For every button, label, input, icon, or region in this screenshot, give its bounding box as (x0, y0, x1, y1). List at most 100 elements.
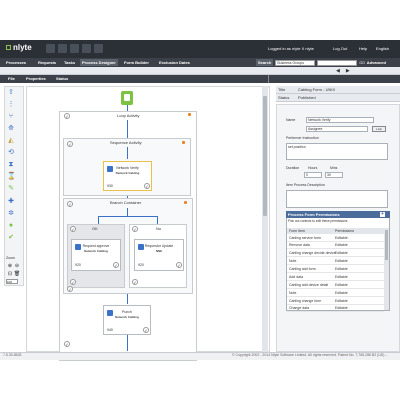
home-icon[interactable] (46, 44, 55, 53)
tab-requests[interactable]: Requests (38, 60, 57, 65)
scroll-thumb[interactable] (263, 96, 267, 216)
complete-icon[interactable]: ● (8, 222, 14, 229)
sequence-icon[interactable]: ⋮ (7, 101, 15, 108)
help-link[interactable]: Help (359, 46, 368, 51)
pointer-icon[interactable]: ⇧ (8, 89, 14, 96)
performer-textarea[interactable]: set position (286, 143, 388, 160)
settings-icon[interactable] (82, 44, 91, 53)
col-form-item[interactable]: Form Item (289, 229, 305, 233)
forward-arrow-icon[interactable]: ▶ (345, 68, 350, 74)
status-bar (0, 352, 400, 360)
search-category-select[interactable]: Business Groups (275, 59, 316, 66)
col-permissions[interactable]: Permissions (335, 229, 355, 233)
app-logo[interactable]: nlyte (6, 43, 32, 52)
link-button[interactable]: Link (372, 126, 386, 132)
punch-activity[interactable]: Punch Network Cabling 940 ✓ (103, 305, 151, 335)
network-icon (75, 244, 81, 250)
add-permission-icon[interactable]: + (380, 211, 385, 217)
network-verify-activity[interactable]: Network Verify Network Cabling 930 ✓ (103, 161, 152, 191)
detail-status-key: Status (278, 95, 290, 100)
branch-menu-icon[interactable] (184, 201, 187, 204)
zoom-out-icon[interactable]: ⊖ (14, 263, 20, 269)
tab-process-designer[interactable]: Process Designer (80, 59, 118, 66)
activity-sub: Network Cabling (84, 249, 108, 253)
logout-link[interactable]: Log Out (333, 46, 348, 51)
search-input[interactable] (317, 59, 358, 66)
loop-icon[interactable]: ⟲ (8, 149, 14, 156)
tab-properties[interactable]: Properties (26, 76, 46, 81)
gear-icon[interactable]: ✲ (8, 210, 14, 217)
activity-name: Punch (122, 310, 132, 314)
fit-icon[interactable]: ⊡ (7, 271, 13, 277)
back-arrow-icon[interactable]: ◀ (336, 68, 340, 74)
help-icon[interactable] (94, 44, 103, 53)
tab-processes[interactable]: Processes (6, 60, 27, 65)
requestor-update-activity[interactable]: Requestor Update NNE 920 ✓ (134, 239, 184, 271)
sequence-check-icon: ✓ (67, 141, 73, 147)
top-icon-bar (46, 44, 103, 53)
search-label: Search (256, 59, 274, 66)
sequence-menu-icon[interactable] (182, 141, 185, 144)
pencil-icon[interactable]: ✎ (8, 185, 14, 192)
zoom-in-icon[interactable]: ⊕ (7, 263, 13, 269)
hours-label: Hours (308, 166, 318, 170)
search-go-button[interactable]: GO (359, 60, 365, 65)
tab-status[interactable]: Status (56, 76, 69, 81)
delete-icon[interactable]: 🗑 (13, 271, 21, 277)
activity-sub: Network Cabling (115, 315, 139, 319)
activity-id: 920 (75, 263, 81, 267)
loop-menu-icon[interactable] (188, 113, 191, 116)
zoom-input[interactable]: 100 (6, 279, 18, 284)
loop-check-icon: ✓ (64, 113, 70, 119)
tools-icon[interactable] (70, 44, 79, 53)
branch-icon[interactable]: ⑂ (8, 113, 14, 120)
advanced-search-link[interactable]: Advanced (366, 60, 386, 65)
add-icon[interactable]: ✚ (8, 198, 14, 205)
version-text: 7.5.30.8525 (3, 353, 22, 357)
duration-label: Duration (286, 166, 300, 170)
description-textarea[interactable] (286, 190, 388, 208)
merge-icon[interactable]: ◭ (8, 137, 14, 144)
approve-icon[interactable]: ✔ (8, 234, 14, 241)
assignee-field[interactable]: Assignee (306, 126, 368, 132)
start-activity[interactable] (121, 91, 133, 105)
activity-name: Requestor Update (144, 244, 174, 248)
connector (157, 216, 158, 224)
tab-exclusion-dates[interactable]: Exclusion Dates (159, 60, 190, 65)
logo-icon (6, 45, 11, 51)
scroll-thumb[interactable] (385, 230, 388, 260)
language-link[interactable]: English (376, 46, 390, 51)
search-area: Search Business Groups GO Advanced (256, 59, 386, 66)
timer-icon[interactable]: ⌛ (7, 173, 16, 180)
tab-tasks[interactable]: Tasks (64, 60, 76, 65)
connector (127, 120, 128, 138)
split-icon[interactable]: ⟰ (8, 125, 14, 132)
branch-ok-bottom-check-icon: ✓ (70, 279, 76, 285)
canvas-scrollbar[interactable] (262, 86, 268, 352)
activity-sub: NNE (155, 249, 163, 253)
name-field[interactable]: Network Verify (306, 117, 374, 123)
branch-ok-label: OK (92, 226, 98, 231)
tab-form-builder[interactable]: Form Builder (124, 60, 149, 65)
sub-bar (0, 67, 400, 75)
zoom-label: Zoom (6, 256, 15, 260)
permissions-scrollbar[interactable] (384, 228, 389, 310)
reports-icon[interactable] (58, 44, 67, 53)
hours-stepper[interactable]: 0 (304, 172, 322, 178)
branch-no-check-icon: ✓ (132, 226, 138, 232)
wait-icon[interactable]: ⧗ (8, 161, 14, 168)
mins-stepper[interactable]: 30 (325, 172, 343, 178)
request-approve-activity[interactable]: Request approve Network Cabling 920 ✓ (71, 239, 121, 271)
tab-file[interactable]: File (8, 76, 15, 81)
permissions-title: Process Form Permissions (286, 211, 390, 218)
